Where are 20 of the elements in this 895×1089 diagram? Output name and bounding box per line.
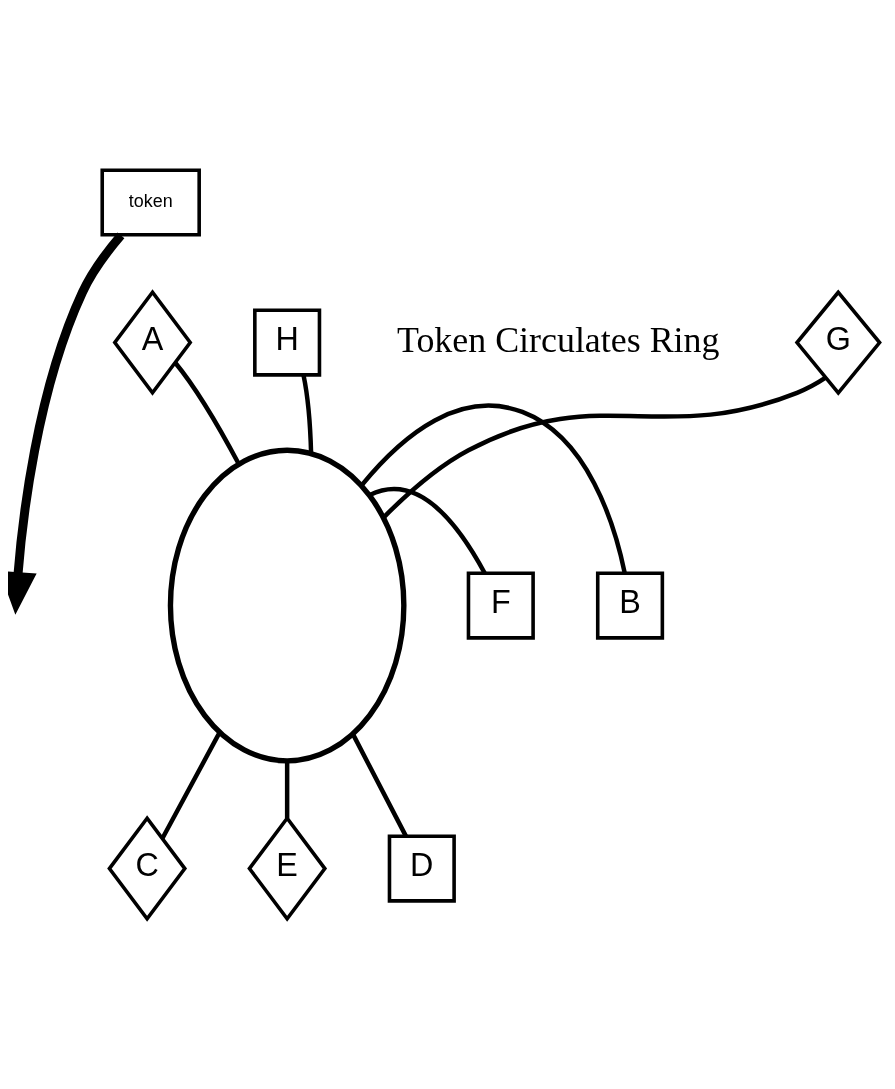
node-box: D <box>387 834 456 903</box>
node-diamond: C <box>107 815 188 922</box>
arrow <box>8 232 125 615</box>
node-box: F <box>466 571 535 640</box>
node-box: H <box>253 308 322 377</box>
connector <box>381 375 827 520</box>
node-diamond: G <box>794 289 882 396</box>
connector <box>301 374 314 454</box>
connector <box>160 731 222 840</box>
node-box: token <box>100 168 201 237</box>
connector <box>284 761 290 819</box>
node-box: B <box>595 571 665 640</box>
node-diamond: E <box>247 815 328 922</box>
connector <box>173 361 241 466</box>
label: Token Circulates Ring <box>397 319 720 360</box>
connector <box>350 732 408 838</box>
node-circle <box>167 447 407 764</box>
node-diamond: A <box>112 289 193 396</box>
connector <box>368 487 487 575</box>
connector <box>359 403 627 574</box>
